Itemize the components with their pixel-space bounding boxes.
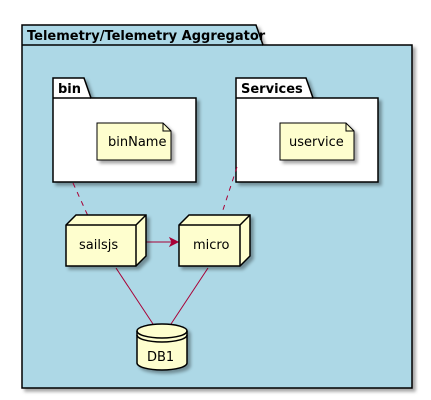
arrowhead-micro xyxy=(168,236,180,248)
note-binname[interactable]: binName xyxy=(96,122,172,161)
node-sailsjs-label: sailsjs xyxy=(79,238,118,253)
link-micro-db1 xyxy=(170,267,209,325)
node-micro[interactable]: micro xyxy=(178,214,251,267)
node-micro-label: micro xyxy=(193,238,229,253)
links xyxy=(72,166,238,325)
link-services-micro xyxy=(220,166,238,217)
package-services-title: Services xyxy=(241,82,303,97)
database-db1[interactable]: DB1 xyxy=(136,323,188,371)
link-sailsjs-db1 xyxy=(115,267,154,325)
note-uservice-label: uservice xyxy=(289,135,344,150)
note-binname-label: binName xyxy=(108,135,166,150)
package-bin-title: bin xyxy=(58,82,81,97)
note-uservice[interactable]: uservice xyxy=(279,122,355,161)
database-db1-label: DB1 xyxy=(147,350,174,365)
link-bin-sailsjs xyxy=(72,182,89,217)
package-title: Telemetry/Telemetry Aggregator xyxy=(27,29,266,44)
node-sailsjs[interactable]: sailsjs xyxy=(65,214,147,267)
